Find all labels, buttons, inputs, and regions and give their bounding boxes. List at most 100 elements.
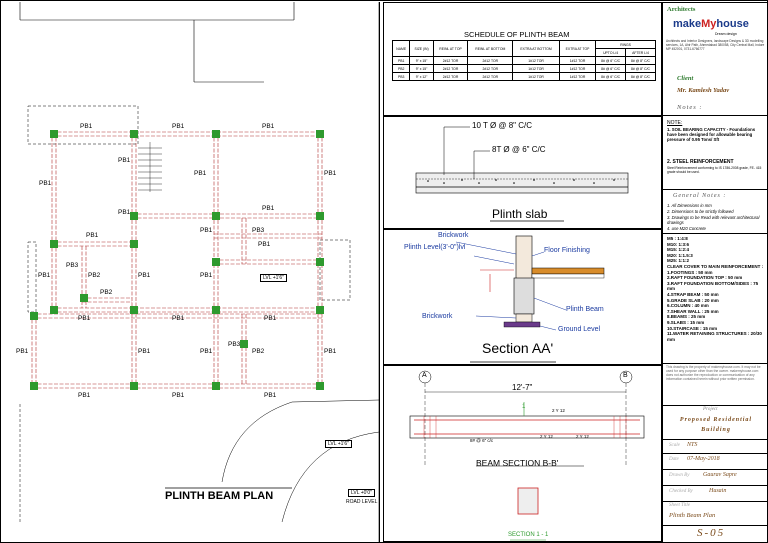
date-label: Date bbox=[669, 457, 679, 462]
pb2-label: PB2 bbox=[252, 348, 265, 355]
road-level-label: ROAD LEVEL bbox=[346, 499, 378, 505]
cell: 2#12 TOR bbox=[467, 72, 514, 81]
mix-item: M25: 1:1:2 bbox=[667, 258, 690, 264]
section-aa-drawing bbox=[455, 235, 605, 363]
cell: 2#12 TOR bbox=[432, 64, 469, 73]
drawn-by-label: Drawn By bbox=[669, 473, 690, 478]
beam-label: PB1 bbox=[262, 123, 275, 130]
beam-label: PB1 bbox=[324, 170, 337, 177]
drawn-by-value: Gaurav Sapre bbox=[703, 472, 737, 478]
cell: 2#12 TOR bbox=[467, 56, 514, 65]
cover-item: 3.RAFT FOUNDATION BOTTOM/SIDES : 75 mm bbox=[667, 280, 759, 292]
schedule-panel: SCHEDULE OF PLINTH BEAM NAME SIZE (IN) R… bbox=[383, 2, 662, 116]
date-value: 07-May-2018 bbox=[687, 456, 720, 462]
cover-item: 2.RAFT FOUNDATION TOP : 50 mm bbox=[667, 275, 743, 281]
pb3-label: PB3 bbox=[228, 341, 241, 348]
cell: PB3 bbox=[391, 72, 411, 81]
plan-title: PLINTH BEAM PLAN bbox=[165, 490, 274, 502]
brickwork-label-bottom: Brickwork bbox=[422, 313, 453, 320]
top-rein-label: 2 Y 12 bbox=[552, 408, 565, 413]
beam-label: PB1 bbox=[172, 123, 185, 130]
cell: 2#12 TOR bbox=[467, 64, 514, 73]
section-1-caption: SECTION 1 - 1 bbox=[508, 532, 549, 538]
note-2: Steel Reinforcement conforming to IS 178… bbox=[667, 166, 762, 174]
section-aa-caption: Section AA' bbox=[482, 340, 554, 356]
beam-label: PB1 bbox=[172, 315, 185, 322]
cell: 1#12 TOR bbox=[558, 72, 597, 81]
pb3-label: PB3 bbox=[66, 262, 79, 269]
cover-item: 4.STRAP BEAM : 50 mm bbox=[667, 291, 719, 297]
note-1: 1. SOIL BEARING CAPACITY - Foundations h… bbox=[667, 127, 756, 142]
project-name: Proposed Residential Building bbox=[679, 417, 753, 433]
general-note: 1. All Dimensions in mm bbox=[667, 203, 712, 208]
plinth-slab-panel: 10 T Ø @ 8" C/C 8T Ø @ 6" C/C Plinth sla… bbox=[383, 116, 662, 229]
cell: 1#12 TOR bbox=[558, 56, 597, 65]
beam-label: PB1 bbox=[324, 348, 337, 355]
beam-label: PB1 bbox=[264, 392, 277, 399]
company-logo: makeMyhouse bbox=[673, 18, 749, 30]
cover-item: 10.STAIRCASE : 15 mm bbox=[667, 325, 718, 331]
cover-item: 9.SLABS : 15 mm bbox=[667, 319, 705, 325]
sheet-number: S-05 bbox=[697, 527, 726, 539]
col-header: RINGS bbox=[595, 40, 656, 49]
cell: 1#12 TOR bbox=[512, 72, 560, 81]
cover-item: 1.FOOTINGS : 50 mm bbox=[667, 269, 713, 275]
pb2-label: PB2 bbox=[88, 272, 101, 279]
general-note: 2. Dimensions to be strictly followed bbox=[667, 209, 734, 214]
beam-label: PB1 bbox=[200, 272, 213, 279]
beam-label: PB1 bbox=[118, 157, 131, 164]
section-mark: 1 bbox=[522, 404, 526, 410]
top-bar-label: 10 T Ø @ 8" C/C bbox=[472, 121, 533, 130]
section-bb-drawing bbox=[409, 370, 645, 541]
col-header: EXTRA AT TOP bbox=[558, 40, 597, 57]
beam-label: PB1 bbox=[194, 170, 207, 177]
cell: 8# @ 8" C/C bbox=[625, 64, 656, 73]
general-note: 3. Drawings to be Read with relevant arc… bbox=[667, 215, 760, 225]
section-aa-panel: Brickwork Plinth Level(3'-0")lvl Floor F… bbox=[383, 229, 662, 365]
beam-label: PB1 bbox=[86, 232, 99, 239]
cell: 8# @ 8" C/C bbox=[625, 72, 656, 81]
level-tag: LVL +1'6" bbox=[260, 274, 287, 282]
client-label: Client bbox=[677, 75, 694, 82]
plinth-beam-label: Plinth Beam bbox=[566, 306, 604, 313]
beam-label: PB1 bbox=[200, 227, 213, 234]
beam-label: PB1 bbox=[80, 123, 93, 130]
schedule-title: SCHEDULE OF PLINTH BEAM bbox=[464, 30, 570, 39]
mix-item: M5 : 1:4:8 bbox=[667, 236, 688, 241]
beam-label: PB1 bbox=[138, 272, 151, 279]
mix-item: M10: 1:3:6 bbox=[667, 241, 690, 247]
slab-section-drawing bbox=[415, 126, 629, 222]
scale-value: NTS bbox=[687, 442, 698, 448]
grid-a-marker: A bbox=[422, 372, 427, 379]
cell: 9" x 15" bbox=[409, 56, 434, 65]
note-head: NOTE: bbox=[667, 120, 683, 126]
architects-label: Architects bbox=[667, 6, 696, 13]
pb3-label: PB3 bbox=[252, 227, 265, 234]
notes-label: Notes : bbox=[677, 104, 703, 111]
slab-caption: Plinth slab bbox=[492, 207, 548, 221]
disclaimer: This drawing is the property of makemyho… bbox=[666, 365, 761, 381]
beam-label: PB1 bbox=[78, 315, 91, 322]
cover-item: 8.BEAMS : 25 mm bbox=[667, 314, 706, 320]
floor-finishing-label: Floor Finishing bbox=[544, 247, 590, 254]
scale-label: Scale bbox=[669, 443, 680, 448]
checked-by-label: Checked By bbox=[669, 489, 693, 494]
beam-label: PB1 bbox=[200, 348, 213, 355]
cell: 8# @ 8" C/C bbox=[625, 56, 656, 65]
plan-panel: PB1 PB1 PB1 PB1 PB1 PB1 PB1 PB1 PB1 PB1 … bbox=[2, 2, 380, 542]
cell: PB1 bbox=[391, 56, 411, 65]
extra-rein-label: 2 Y 12 bbox=[576, 434, 589, 439]
brickwork-label: Brickwork bbox=[438, 232, 469, 239]
project-label: Project bbox=[703, 407, 718, 412]
span-dimension: 12'-7" bbox=[512, 383, 533, 392]
beam-label: PB1 bbox=[78, 392, 91, 399]
cover-item: 5.GRADE SLAB : 20 mm bbox=[667, 297, 719, 303]
checked-by-value: Husain bbox=[709, 488, 727, 494]
beam-label: PB1 bbox=[262, 205, 275, 212]
cover-head: CLEAR COVER TO MAIN REINFORCEMENT : bbox=[667, 263, 764, 269]
level-tag: LVL +0'0" bbox=[348, 489, 375, 497]
note-2-head: 2. STEEL REINFORCEMENT bbox=[667, 159, 734, 165]
